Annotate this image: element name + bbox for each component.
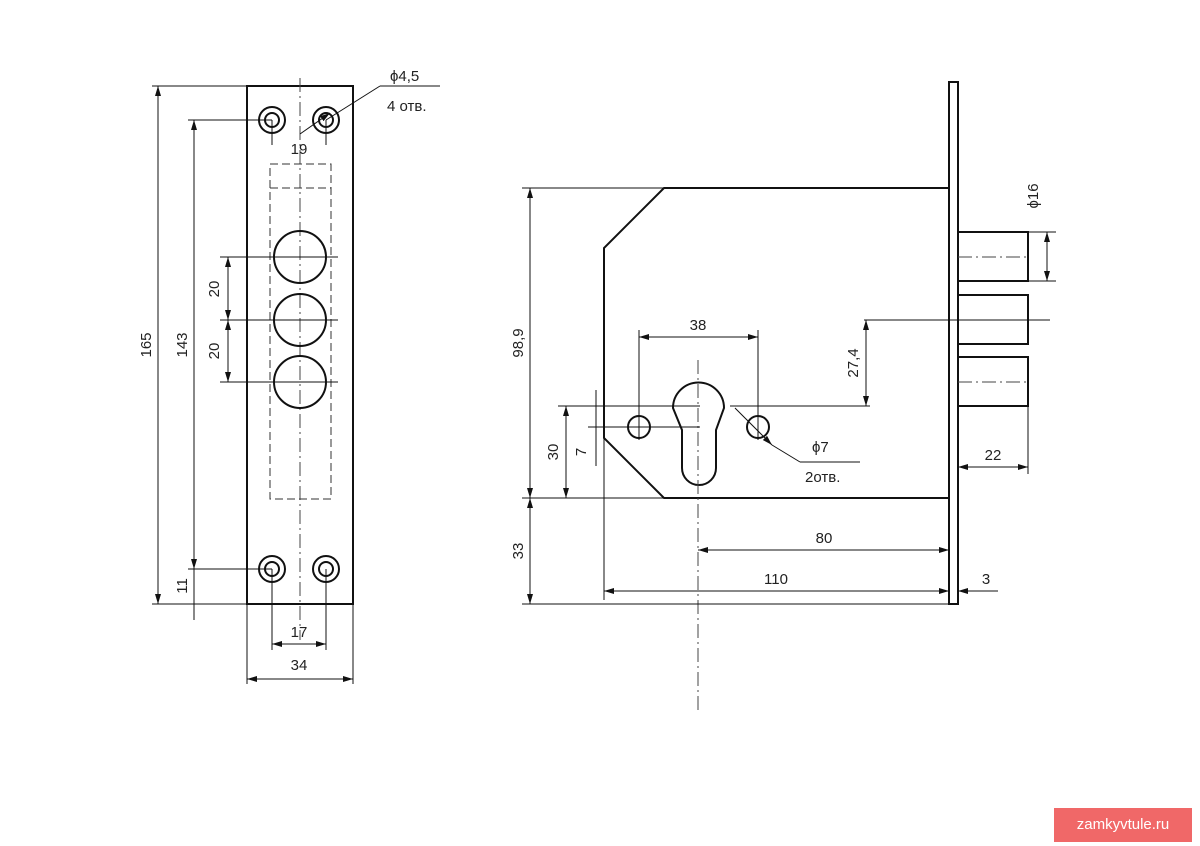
dim-16-label: ϕ16 [1025, 183, 1042, 208]
dim-143-label: 143 [174, 332, 191, 357]
side-view: 38 ϕ7 2отв. 98,9 30 7 27,4 ϕ16 22 [510, 81, 1056, 710]
dim-19-label: 19 [291, 141, 308, 158]
dim-110-label: 110 [764, 571, 788, 588]
dim-30-label: 30 [545, 444, 562, 461]
watermark-link[interactable]: zamkyvtule.ru [1054, 808, 1192, 842]
dim-98-9-label: 98,9 [510, 328, 527, 357]
dim-34-label: 34 [291, 657, 308, 674]
dim-27-4-label: 27,4 [845, 348, 862, 377]
dim-20-upper-label: 20 [206, 281, 223, 298]
dim-7-label: 7 [573, 448, 590, 456]
faceplate-side [948, 81, 959, 605]
dim-17-label: 17 [291, 624, 308, 641]
dim-38-label: 38 [690, 317, 707, 334]
cylinder-cutout [671, 381, 726, 486]
screw-hole-diameter-label: ϕ7 [812, 439, 829, 456]
screw-hole-count-label: 2отв. [805, 469, 840, 486]
front-view: 20 20 165 143 11 19 ϕ4,5 4 отв. 17 34 [138, 68, 440, 684]
dim-165-label: 165 [138, 332, 155, 357]
dim-20-lower-label: 20 [206, 343, 223, 360]
dim-80-label: 80 [816, 530, 833, 547]
dim-3-label: 3 [982, 571, 990, 588]
dim-33-label: 33 [510, 543, 527, 560]
dim-22-label: 22 [985, 447, 1002, 464]
hole-diameter-label: ϕ4,5 [390, 68, 419, 85]
hidden-case-outline [269, 163, 332, 500]
hole-count-label: 4 отв. [387, 98, 427, 115]
dim-11-label: 11 [174, 578, 191, 594]
lock-body-outline [603, 187, 949, 499]
